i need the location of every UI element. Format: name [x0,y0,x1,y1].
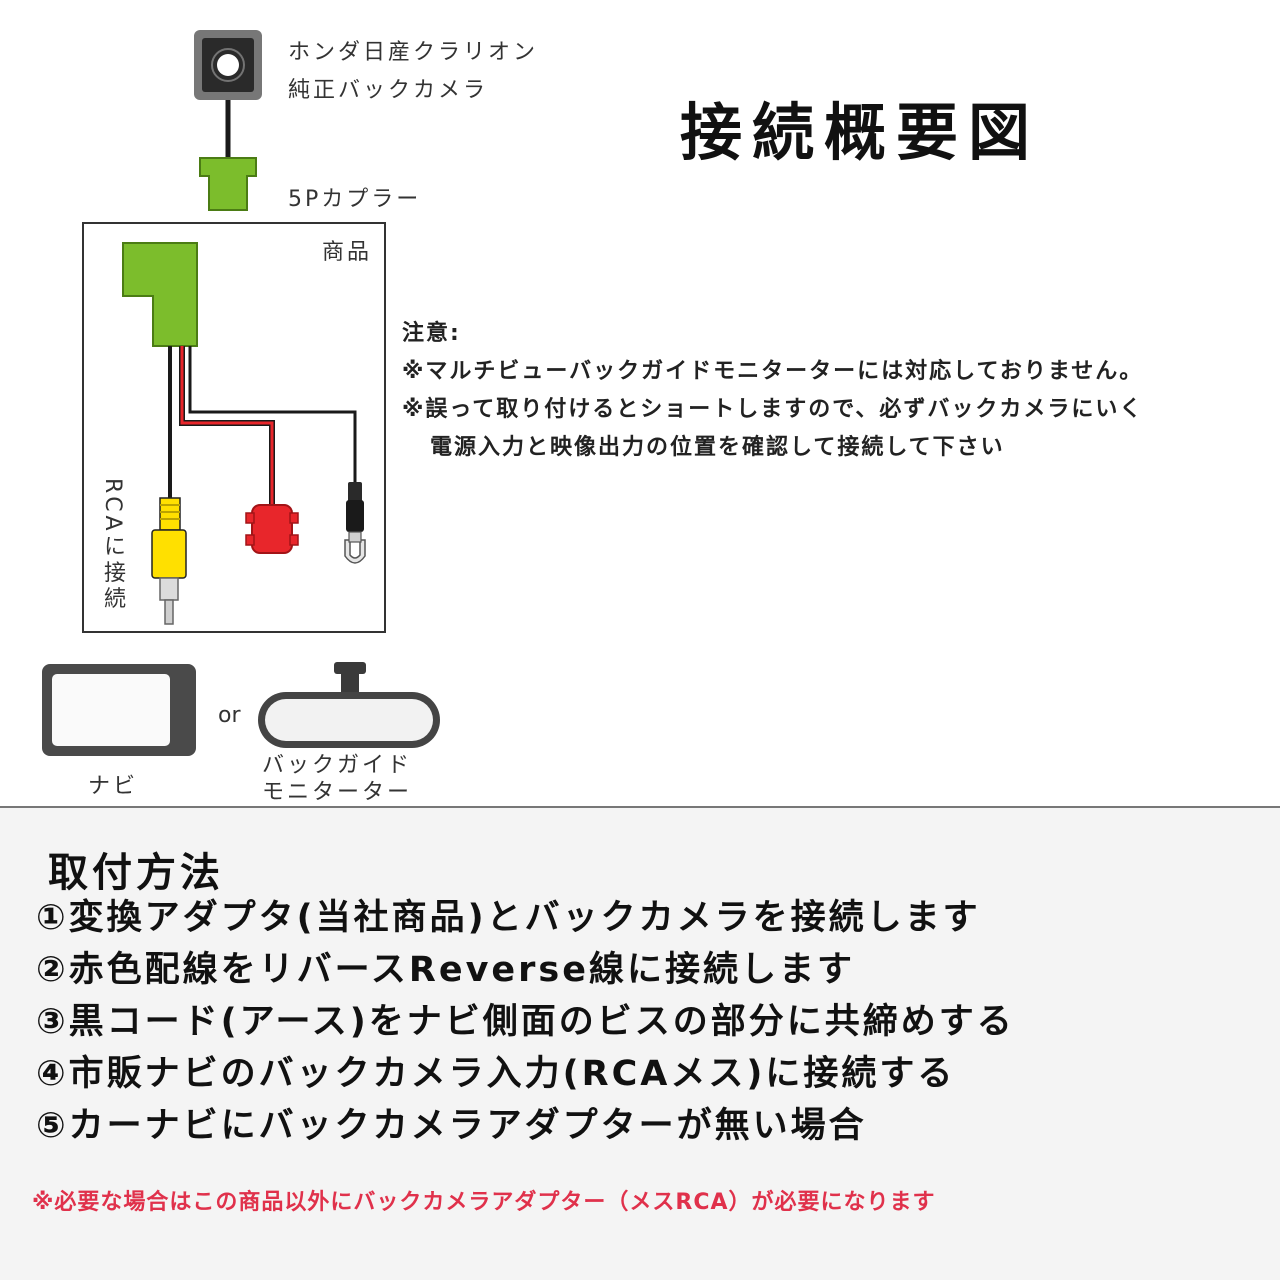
coupler-5p-icon [199,157,257,211]
monitor-label-line2: モニターター [262,780,413,805]
navi-label: ナビ [88,774,139,799]
page-title: 接続概要図 [680,96,1041,169]
notes-line1: ※マルチビューバックガイドモニターターには対応しておりません。 [402,359,1144,384]
product-box [82,222,386,633]
connection-diagram [42,30,440,756]
camera-label: ホンダ日産クラリオン 純正バックカメラ [288,34,538,110]
red-splice-icon [245,504,299,554]
product-label: 商品 [322,240,373,265]
method-steps: ①変換アダプタ(当社商品)とバックカメラを接続します ②赤色配線をリバースRev… [36,892,1015,1152]
notes-line3: 電源入力と映像出力の位置を確認して接続して下さい [430,435,1005,460]
rca-plug-icon [151,497,187,625]
camera-icon [194,30,262,100]
mirror-monitor-icon [258,662,440,748]
method-step: ③黒コード(アース)をナビ側面のビスの部分に共締めする [36,1002,1015,1042]
method-step: ①変換アダプタ(当社商品)とバックカメラを接続します [36,898,981,938]
navi-icon [42,664,196,756]
camera-label-line1: ホンダ日産クラリオン [288,40,539,65]
ground-terminal-icon [344,482,366,564]
notes: 注意: ※マルチビューバックガイドモニターターには対応しておりません。 ※誤って… [402,315,1143,467]
product-connector-icon [122,242,198,347]
or-label: or [218,703,241,728]
monitor-label-line1: バックガイド [262,753,413,778]
wire-black-ground [188,346,357,485]
method-step: ⑤カーナビにバックカメラアダプターが無い場合 [36,1106,867,1146]
footnote: ※必要な場合はこの商品以外にバックカメラアダプター（メスRCA）が必要になります [32,1190,936,1215]
coupler-label: 5Pカプラー [288,187,422,212]
wire-red [179,346,275,505]
notes-heading: 注意: [402,321,461,346]
notes-line2: ※誤って取り付けるとショートしますので、必ずバックカメラにいく [402,397,1144,422]
method-title: 取付方法 [48,850,224,896]
monitor-label: バックガイド モニターター [262,752,412,806]
rca-label: RCAに接続 [100,478,125,613]
method-step: ②赤色配線をリバースReverse線に接続します [36,950,855,990]
camera-label-line2: 純正バックカメラ [288,78,489,103]
installation-panel [0,806,1280,1280]
method-step: ④市販ナビのバックカメラ入力(RCAメス)に接続する [36,1054,956,1094]
